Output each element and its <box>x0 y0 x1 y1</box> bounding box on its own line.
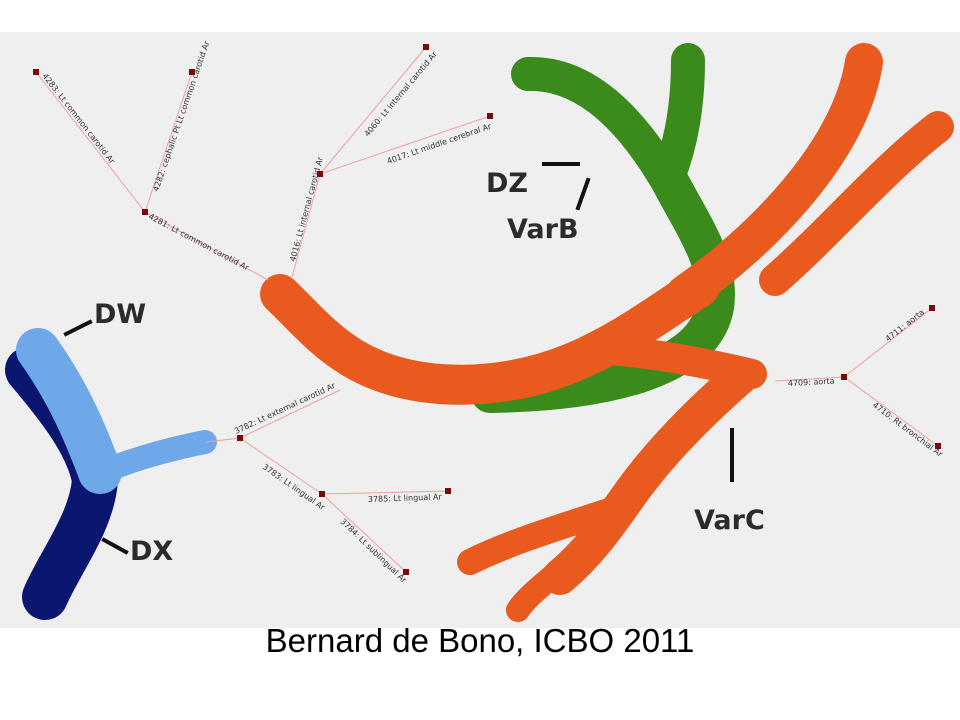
node-4060[interactable] <box>423 44 429 50</box>
label-4709: 4709: aorta <box>788 377 835 388</box>
label-dz: DZ <box>486 168 528 199</box>
edge-4016-trunk <box>291 173 321 278</box>
label-varb: VarB <box>507 214 579 245</box>
label-4060: 4060: Lt internal carotid Ar <box>363 49 440 138</box>
edge-4281-4283 <box>35 71 146 213</box>
node-graph-labels: 4283: Lt common carotid Ar 4282: cephali… <box>40 39 944 585</box>
node-4711[interactable] <box>929 305 935 311</box>
label-dw: DW <box>94 299 146 330</box>
callout-lines <box>63 162 734 555</box>
orange-vessel-lower-left-arm <box>457 497 625 575</box>
node-3783[interactable] <box>319 491 325 497</box>
edge-4016-4060 <box>319 46 427 175</box>
green-vessel <box>471 43 735 413</box>
edge-3782-trunk <box>239 389 341 439</box>
label-4016: 4016: Lt internal carotid Ar <box>288 155 325 262</box>
label-4282: 4282: cephalic Pt Lt common carotid Ar <box>151 39 211 192</box>
edge-4709-4711 <box>843 307 933 378</box>
label-3782: 3782: Lt external carotid Ar <box>233 381 337 436</box>
edge-4016-4017 <box>319 115 491 175</box>
light-blue-vessel-branch <box>86 430 217 486</box>
label-3785: 3785: Lt lingual Ar <box>368 492 443 504</box>
node-graph-nodes <box>33 44 941 575</box>
node-graph-edges <box>35 46 939 573</box>
orange-vessel-main-trunk <box>260 267 720 405</box>
node-4282[interactable] <box>189 69 195 75</box>
caption: Bernard de Bono, ICBO 2011 <box>265 622 695 659</box>
diagram-canvas: 4283: Lt common carotid Ar 4282: cephali… <box>0 32 960 628</box>
callout-line-dw <box>63 319 93 337</box>
node-4016[interactable] <box>317 171 323 177</box>
orange-vessel-lower-bottom-arm <box>506 540 592 622</box>
edge-4709-orange <box>774 376 845 382</box>
vessel-diagram: 4283: Lt common carotid Ar 4282: cephali… <box>5 39 954 622</box>
light-blue-vessel-trunk <box>16 328 122 494</box>
label-3783: 3783: Lt lingual Ar <box>261 462 327 512</box>
edge-4281-4282 <box>144 71 193 213</box>
node-3782[interactable] <box>237 435 243 441</box>
node-3784[interactable] <box>403 569 409 575</box>
node-4709[interactable] <box>841 374 847 380</box>
label-dx: DX <box>130 536 173 567</box>
orange-vessel <box>260 43 954 622</box>
orange-vessel-upper-right-arm <box>666 43 883 313</box>
callout-line-varb <box>575 177 591 211</box>
green-vessel-left-arm <box>511 57 682 194</box>
label-4283: 4283: Lt common carotid Ar <box>40 72 117 166</box>
label-4710: 4710: Rt bronchial Ar <box>871 400 945 459</box>
edge-3782-bluebranch <box>205 437 241 443</box>
label-4017: 4017: Lt middle cerebral Ar <box>386 121 493 165</box>
edge-3782-3783 <box>239 437 323 495</box>
callout-line-dx <box>101 537 129 555</box>
edge-4709-4710 <box>843 376 939 447</box>
branch-labels: DZ VarB DW DX VarC <box>94 168 765 567</box>
label-3784: 3784: Lt sublingual Ar <box>339 517 409 585</box>
edge-3783-3784 <box>321 493 407 573</box>
node-4710[interactable] <box>935 443 941 449</box>
label-4281: 4281: Lt common carotid Ar <box>147 212 251 273</box>
node-4281[interactable] <box>142 209 148 215</box>
label-varc: VarC <box>694 505 765 536</box>
node-3785[interactable] <box>445 488 451 494</box>
edge-4281-trunk <box>144 211 269 281</box>
green-vessel-trunk <box>471 153 735 413</box>
node-4283[interactable] <box>33 69 39 75</box>
node-4017[interactable] <box>487 113 493 119</box>
orange-vessel-far-right-arm <box>759 111 954 296</box>
light-blue-vessel <box>16 328 217 494</box>
edge-3783-3785 <box>321 490 449 495</box>
label-4711: 4711: aorta <box>884 308 926 344</box>
